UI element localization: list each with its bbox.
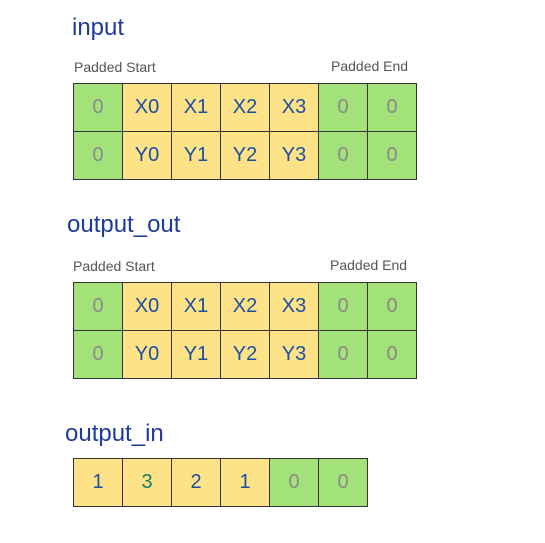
input-pad-cell: 0	[368, 84, 417, 132]
output-out-pad-cell: 0	[368, 283, 417, 331]
input-data-cell: Y0	[123, 132, 172, 180]
output-out-data-cell: Y0	[123, 331, 172, 379]
input-title: input	[72, 14, 125, 41]
output-in-count-cell: 1	[221, 459, 270, 507]
output-out-pad-cell: 0	[368, 331, 417, 379]
input-data-cell: X2	[221, 84, 270, 132]
output-out-data-cell: Y3	[270, 331, 319, 379]
output-out-pad-cell: 0	[74, 331, 123, 379]
output-out-padded-start-label: Padded Start	[73, 258, 155, 274]
input-data-cell: Y3	[270, 132, 319, 180]
input-pad-cell: 0	[368, 132, 417, 180]
output-in-count-cell: 3	[123, 459, 172, 507]
output-in-pad-cell: 0	[319, 459, 368, 507]
input-pad-cell: 0	[319, 132, 368, 180]
output-out-data-cell: Y2	[221, 331, 270, 379]
output-out-data-cell: X2	[221, 283, 270, 331]
input-pad-cell: 0	[319, 84, 368, 132]
output-in-count-cell: 1	[74, 459, 123, 507]
input-data-cell: X0	[123, 84, 172, 132]
input-data-cell: X3	[270, 84, 319, 132]
input-pad-cell: 0	[74, 132, 123, 180]
output-out-title: output_out	[67, 211, 181, 238]
output-in-title: output_in	[65, 420, 164, 447]
output-in-count-cell: 2	[172, 459, 221, 507]
output-out-data-cell: X1	[172, 283, 221, 331]
output-out-pad-cell: 0	[74, 283, 123, 331]
output-out-data-cell: Y1	[172, 331, 221, 379]
input-pad-cell: 0	[74, 84, 123, 132]
output-in-pad-cell: 0	[270, 459, 319, 507]
input-data-cell: Y1	[172, 132, 221, 180]
output-out-pad-cell: 0	[319, 283, 368, 331]
input-padded-start-label: Padded Start	[74, 59, 156, 75]
output-out-data-cell: X0	[123, 283, 172, 331]
input-data-cell: Y2	[221, 132, 270, 180]
output-out-data-cell: X3	[270, 283, 319, 331]
input-data-cell: X1	[172, 84, 221, 132]
output-out-padded-end-label: Padded End	[330, 257, 408, 273]
input-padded-end-label: Padded End	[331, 58, 409, 74]
output-out-pad-cell: 0	[319, 331, 368, 379]
